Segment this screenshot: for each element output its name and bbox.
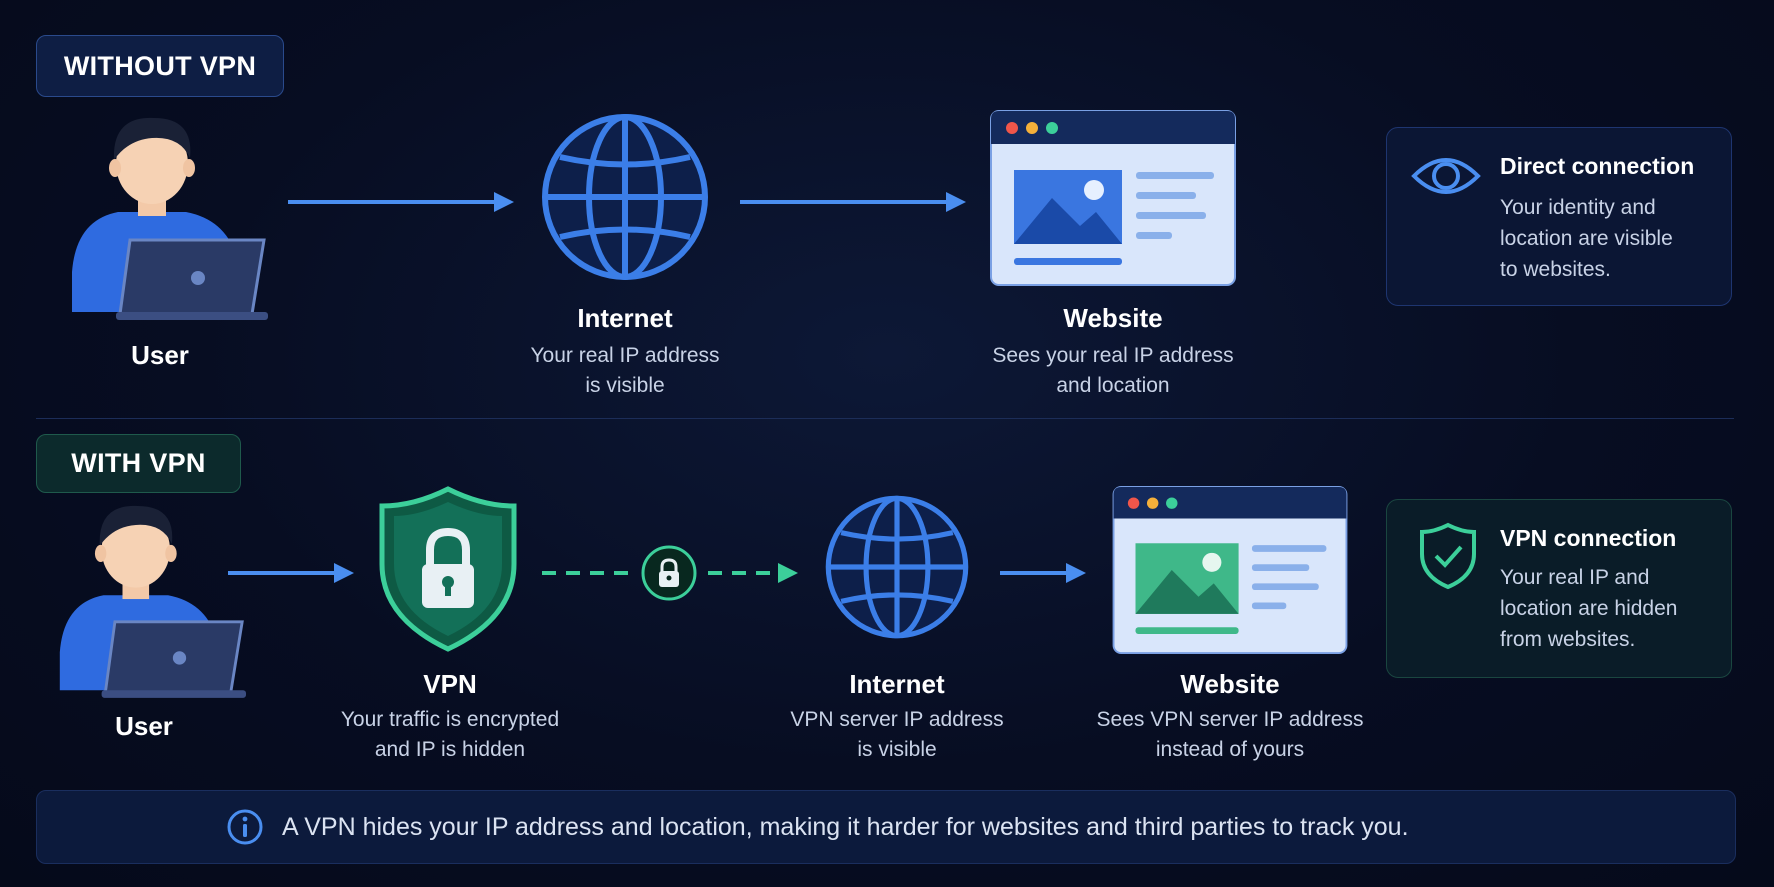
arrow-internet-to-website — [740, 192, 966, 212]
arrow-user-to-internet — [288, 192, 514, 212]
top-internet-desc-line1: Your real IP address — [530, 344, 720, 367]
bottom-website-desc-line1: Sees VPN server IP address — [1096, 708, 1364, 731]
top-internet-desc: Your real IP address is visible — [480, 341, 770, 401]
vpn-label: VPN — [423, 669, 477, 699]
bottom-website-desc: Sees VPN server IP address instead of yo… — [1070, 705, 1390, 765]
internet-globe-icon — [825, 495, 969, 639]
without-vpn-badge: WITHOUT VPN — [36, 35, 284, 97]
vpn-shield-lock-icon — [379, 486, 517, 652]
vpn-desc-line2: and IP is hidden — [374, 738, 526, 761]
user-laptop-icon — [72, 117, 268, 320]
tunnel-lock-icon — [641, 545, 697, 601]
direct-connection-text: Your identity and location are visible t… — [1500, 192, 1720, 285]
top-website-desc-line2: and location — [1056, 374, 1170, 397]
direct-connection-title: Direct connection — [1500, 153, 1695, 179]
info-footer-text: A VPN hides your IP address and location… — [282, 813, 1409, 841]
top-user-label: User — [131, 340, 189, 370]
vpn-desc-line1: Your traffic is encrypted — [340, 708, 560, 731]
website-browser-icon — [1112, 486, 1348, 654]
bottom-website-desc-line2: instead of yours — [1155, 738, 1305, 761]
vpn-connection-line1: Your real IP and — [1500, 566, 1650, 589]
bottom-internet-label: Internet — [849, 669, 945, 699]
bottom-internet-desc-line2: is visible — [857, 738, 937, 761]
vpn-connection-text: Your real IP and location are hidden fro… — [1500, 562, 1720, 655]
vpn-desc: Your traffic is encrypted and IP is hidd… — [305, 705, 595, 765]
vpn-connection-line3: from websites. — [1500, 628, 1636, 651]
top-internet-label: Internet — [577, 303, 673, 333]
website-browser-icon — [990, 110, 1236, 286]
encrypted-tunnel-arrow — [542, 563, 798, 583]
shield-check-icon — [1420, 522, 1476, 590]
bottom-website-label: Website — [1180, 669, 1280, 699]
top-internet-desc-line2: is visible — [585, 374, 665, 397]
internet-globe-icon — [542, 114, 708, 280]
vpn-connection-title: VPN connection — [1500, 525, 1677, 551]
info-icon — [227, 809, 263, 845]
top-website-desc-line1: Sees your real IP address — [992, 344, 1234, 367]
section-divider — [36, 418, 1734, 419]
eye-icon — [1411, 158, 1481, 194]
direct-connection-line1: Your identity and — [1500, 196, 1656, 219]
with-vpn-badge: WITH VPN — [36, 434, 241, 493]
vpn-connection-line2: location are hidden — [1500, 597, 1678, 620]
direct-connection-line2: location are visible — [1500, 227, 1673, 250]
arrow-user-to-vpn — [228, 563, 354, 583]
direct-connection-card: Direct connection Your identity and loca… — [1386, 127, 1732, 306]
bottom-internet-desc: VPN server IP address is visible — [752, 705, 1042, 765]
arrow-internet-to-website — [1000, 563, 1086, 583]
bottom-internet-desc-line1: VPN server IP address — [790, 708, 1004, 731]
bottom-user-label: User — [115, 711, 173, 741]
vpn-connection-card: VPN connection Your real IP and location… — [1386, 499, 1732, 678]
info-footer-bar: A VPN hides your IP address and location… — [36, 790, 1736, 864]
user-laptop-icon — [59, 505, 246, 698]
top-website-desc: Sees your real IP address and location — [958, 341, 1268, 401]
direct-connection-line3: to websites. — [1500, 258, 1611, 281]
top-website-label: Website — [1063, 303, 1163, 333]
